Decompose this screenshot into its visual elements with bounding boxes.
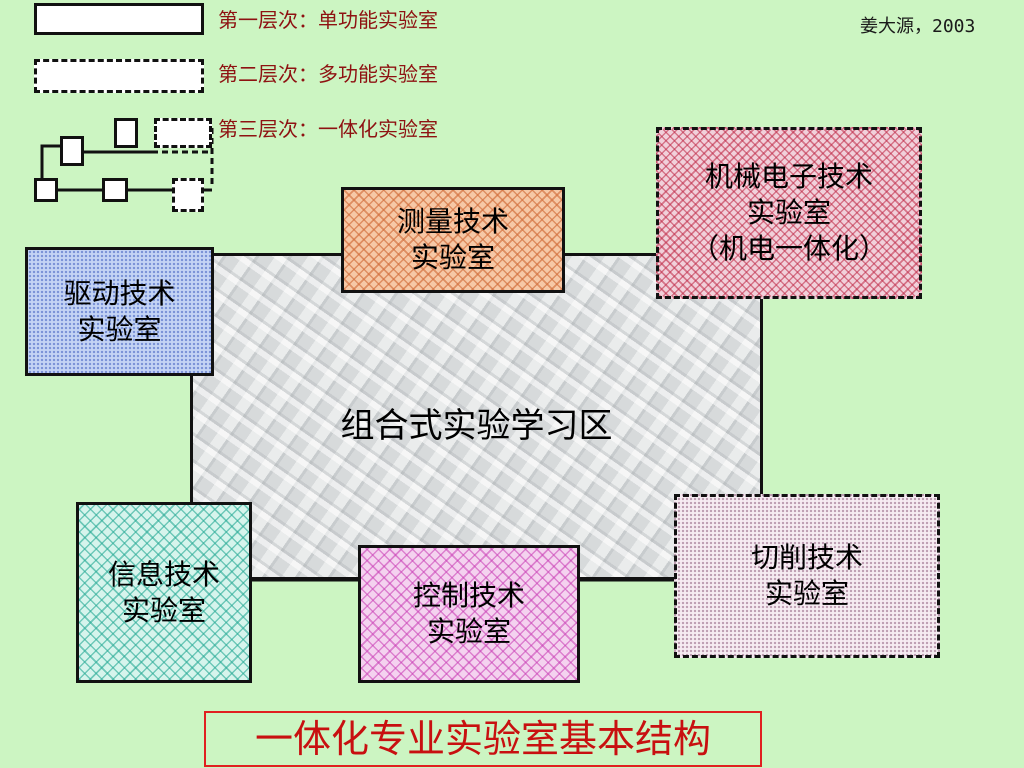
center-area-label: 组合式实验学习区 xyxy=(340,406,613,446)
lab-cutting-line2: 实验室 xyxy=(764,577,849,610)
legend-level1-label: 第一层次：单功能实验室 xyxy=(218,8,438,32)
lab-control-line2: 实验室 xyxy=(426,615,511,648)
lab-measurement-line2: 实验室 xyxy=(410,241,495,274)
lab-control-line1: 控制技术 xyxy=(412,579,525,612)
lab-drive-line1: 驱动技术 xyxy=(63,276,176,310)
lab-information-line1: 信息技术 xyxy=(107,557,220,591)
diagram-title: 一体化专业实验室基本结构 xyxy=(204,711,762,767)
lab-cutting-line1: 切削技术 xyxy=(750,541,863,574)
lab-cutting: 切削技术 实验室 xyxy=(674,494,940,658)
lab-mechatronics-line2: 实验室 xyxy=(746,196,831,229)
lab-mechatronics: 机械电子技术 实验室 （机电一体化） xyxy=(656,127,922,299)
lab-information: 信息技术 实验室 xyxy=(76,502,252,683)
author-credit: 姜大源，2003 xyxy=(860,16,976,37)
center-learning-area: 组合式实验学习区 xyxy=(190,253,763,580)
lab-control: 控制技术 实验室 xyxy=(358,545,580,683)
legend-dashed-box-icon xyxy=(34,59,204,93)
lab-drive-line2: 实验室 xyxy=(77,312,162,346)
legend-level3-label: 第三层次：一体化实验室 xyxy=(218,117,438,141)
lab-drive: 驱动技术 实验室 xyxy=(25,247,214,376)
lab-mechatronics-line1: 机械电子技术 xyxy=(704,160,873,193)
legend-level2-label: 第二层次：多功能实验室 xyxy=(218,62,438,86)
legend-solid-box-icon xyxy=(34,3,204,35)
lab-information-line2: 实验室 xyxy=(121,593,206,627)
lab-measurement: 测量技术 实验室 xyxy=(341,187,565,293)
legend-integrated-cluster-icon xyxy=(34,118,216,214)
lab-measurement-line1: 测量技术 xyxy=(396,205,509,238)
lab-mechatronics-line3: （机电一体化） xyxy=(690,232,887,265)
